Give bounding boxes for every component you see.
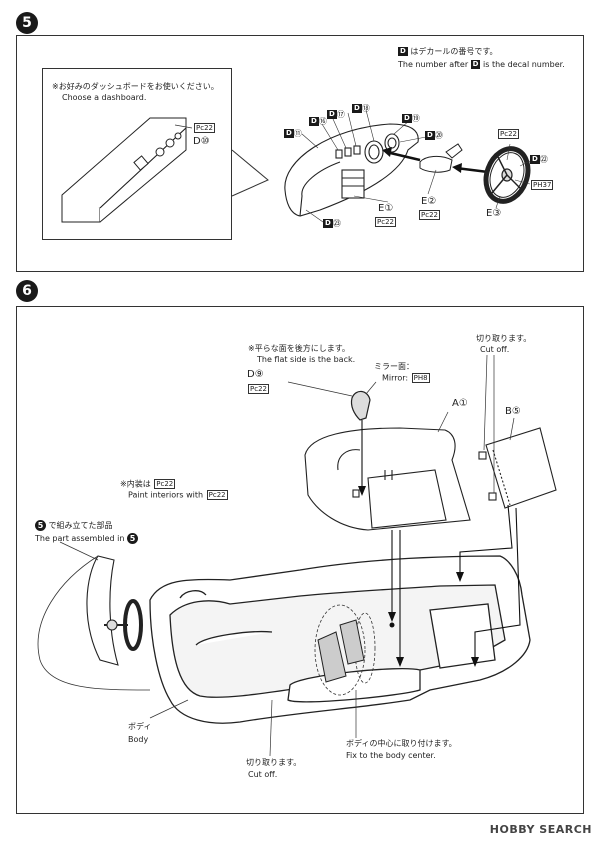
body-en: Body bbox=[128, 735, 149, 744]
hobby-search-watermark: HOBBY SEARCH bbox=[489, 823, 592, 836]
step-6-panel bbox=[16, 306, 584, 814]
part-num: ㉓ bbox=[332, 219, 341, 228]
decal-box: D bbox=[425, 131, 435, 140]
part-num: ㉒ bbox=[539, 155, 548, 164]
assembled-en-text: The part assembled in bbox=[35, 534, 125, 543]
decal-box: D bbox=[323, 219, 333, 228]
dash-choice-jp: ※お好みのダッシュボードをお使いください。 bbox=[52, 82, 219, 91]
inset-pc-label: Pc22 bbox=[193, 123, 215, 134]
decal-letter-box: D bbox=[398, 47, 408, 56]
center-jp: ボディの中心に取り付けます。 bbox=[346, 739, 457, 748]
mirror-en-text: Mirror: bbox=[382, 373, 409, 383]
ph-paint-tag: PH37 bbox=[531, 180, 554, 190]
pc-paint-tag: Pc22 bbox=[194, 123, 215, 133]
pc-paint-tag: Pc22 bbox=[375, 217, 396, 227]
part-num: ⑳ bbox=[434, 131, 443, 140]
part-num: ⑰ bbox=[336, 110, 345, 119]
interior-en: Paint interiors with Pc22 bbox=[128, 490, 228, 501]
interior-en-text: Paint interiors with bbox=[128, 490, 204, 500]
part-label-b5: B⑤ bbox=[505, 406, 521, 417]
assembled-jp-text: で組み立てた部品 bbox=[48, 521, 113, 530]
assembled-en: The part assembled in 5 bbox=[35, 533, 139, 544]
part-label-d9: D⑨ bbox=[247, 369, 264, 380]
pc-paint-tag: Pc22 bbox=[248, 384, 269, 394]
part-label-e1: E① bbox=[378, 203, 394, 214]
flat-side-en: The flat side is the back. bbox=[257, 355, 356, 364]
decal-letter-box-2: D bbox=[470, 60, 481, 69]
step-5-badge: 5 bbox=[16, 12, 38, 34]
decal-box: D bbox=[284, 129, 294, 138]
part-num: ⑲ bbox=[411, 114, 420, 123]
part-num: ⑯ bbox=[318, 117, 327, 126]
step-ref-badge: 5 bbox=[35, 520, 46, 531]
mirror-en: Mirror: PH8 bbox=[382, 373, 430, 384]
decal-note-en: The number after D is the decal number. bbox=[398, 60, 565, 70]
part-label-a1: A① bbox=[452, 398, 468, 409]
part-label-e2: E② bbox=[421, 196, 437, 207]
decal-note-en-pre: The number after bbox=[398, 60, 469, 69]
center-en: Fix to the body center. bbox=[346, 751, 436, 760]
cutoff-top-jp: 切り取ります。 bbox=[476, 334, 532, 343]
part-num: ⑪ bbox=[293, 129, 302, 138]
part-label-pc-wheel: Pc22 bbox=[497, 129, 519, 140]
decal-box: D bbox=[352, 104, 362, 113]
flat-side-jp: ※平らな面を後方にします。 bbox=[248, 344, 350, 353]
decal-box: D bbox=[402, 114, 412, 123]
interior-jp: ※内装は Pc22 bbox=[120, 479, 176, 490]
step-ref-badge-2: 5 bbox=[127, 533, 139, 544]
decal-note-en-post: is the decal number. bbox=[483, 60, 565, 69]
decal-note-jp: D はデカールの番号です。 bbox=[398, 47, 498, 57]
cutoff-bottom-en: Cut off. bbox=[248, 770, 278, 779]
part-label-e3: E③ bbox=[486, 208, 502, 219]
part-label-e1-pc: Pc22 bbox=[374, 217, 396, 228]
part-num: ⑱ bbox=[361, 104, 370, 113]
part-label-e2-pc: Pc22 bbox=[418, 210, 440, 221]
decal-box: D bbox=[309, 117, 319, 126]
decal-note-jp-text: はデカールの番号です。 bbox=[410, 47, 498, 56]
assembled-jp: 5 で組み立てた部品 bbox=[35, 520, 113, 531]
decal-box: D bbox=[530, 155, 540, 164]
part-label-d9-pc: Pc22 bbox=[247, 384, 269, 395]
interior-jp-text: ※内装は bbox=[120, 479, 151, 489]
inset-part-label: D⑩ bbox=[193, 136, 210, 147]
body-jp: ボディ bbox=[128, 722, 152, 731]
step-6-badge: 6 bbox=[16, 280, 38, 302]
dash-choice-en: Choose a dashboard. bbox=[62, 93, 147, 102]
cutoff-bottom-jp: 切り取ります。 bbox=[246, 758, 302, 767]
pc-paint-tag: Pc22 bbox=[154, 479, 176, 489]
ph-paint-tag: PH8 bbox=[411, 373, 430, 383]
dashboard-choice-inset bbox=[42, 68, 232, 240]
pc-paint-tag: Pc22 bbox=[206, 490, 228, 500]
mirror-jp: ミラー面： bbox=[374, 362, 414, 371]
step-5-panel bbox=[16, 35, 584, 272]
cutoff-top-en: Cut off. bbox=[480, 345, 510, 354]
part-label-ph37: PH37 bbox=[530, 180, 554, 191]
decal-box: D bbox=[327, 110, 337, 119]
pc-paint-tag: Pc22 bbox=[498, 129, 519, 139]
pc-paint-tag: Pc22 bbox=[419, 210, 440, 220]
